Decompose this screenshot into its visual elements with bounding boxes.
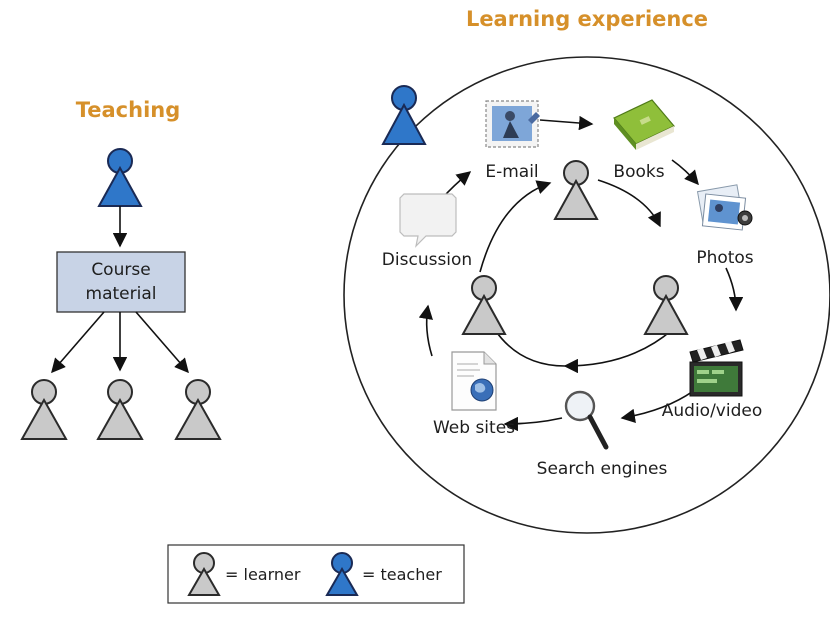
inner-arrow-left — [494, 329, 566, 367]
flow-arrow-search-web — [503, 416, 563, 432]
learner-figure-3 — [174, 379, 222, 440]
legend-teacher-figure — [325, 552, 359, 596]
flow-arrow-email-books — [539, 115, 594, 131]
search-icon — [564, 390, 609, 450]
learning-title: Learning experience — [466, 7, 708, 31]
search-engines-label: Search engines — [537, 459, 668, 479]
books-label: Books — [613, 162, 664, 182]
learner-figure-inner-left — [461, 275, 507, 335]
material-to-learner-left-arrow — [51, 311, 105, 374]
web-sites-label: Web sites — [433, 418, 515, 438]
email-label: E-mail — [485, 162, 538, 182]
learner-figure-1 — [20, 379, 68, 440]
learner-figure-2 — [96, 379, 144, 440]
photos-label: Photos — [696, 248, 753, 268]
web-sites-icon — [451, 351, 497, 411]
teacher-figure — [97, 148, 143, 207]
teaching-title: Teaching — [76, 98, 181, 122]
discussion-label: Discussion — [382, 250, 472, 270]
legend-learner-label: = learner — [225, 565, 301, 584]
audio-video-icon — [689, 339, 744, 397]
learner-figure-inner-right — [643, 275, 689, 335]
course-material-box: Course material — [56, 251, 186, 313]
inner-arrow-top-right — [597, 179, 661, 228]
flow-arrow-web-discussion — [418, 304, 433, 357]
legend-teacher-label: = teacher — [362, 565, 442, 584]
inner-arrow-top-left — [479, 180, 552, 273]
audio-video-label: Audio/video — [662, 401, 762, 421]
books-icon — [613, 99, 675, 150]
photos-icon — [696, 184, 753, 231]
email-icon — [485, 100, 540, 148]
learner-figure-inner-top — [553, 160, 599, 220]
material-to-learner-right-arrow — [135, 311, 189, 374]
legend-learner-figure — [187, 552, 221, 596]
course-material-label-2: material — [86, 284, 157, 304]
teacher-figure-learning — [381, 85, 427, 145]
inner-arrow-bottom — [563, 329, 673, 374]
course-material-label-1: Course — [91, 260, 150, 280]
legend: = learner = teacher — [167, 544, 465, 604]
discussion-icon — [399, 193, 457, 248]
flow-arrow-books-photos — [671, 159, 699, 186]
flow-arrow-photos-audio — [725, 267, 744, 312]
outer-ring — [343, 56, 830, 534]
